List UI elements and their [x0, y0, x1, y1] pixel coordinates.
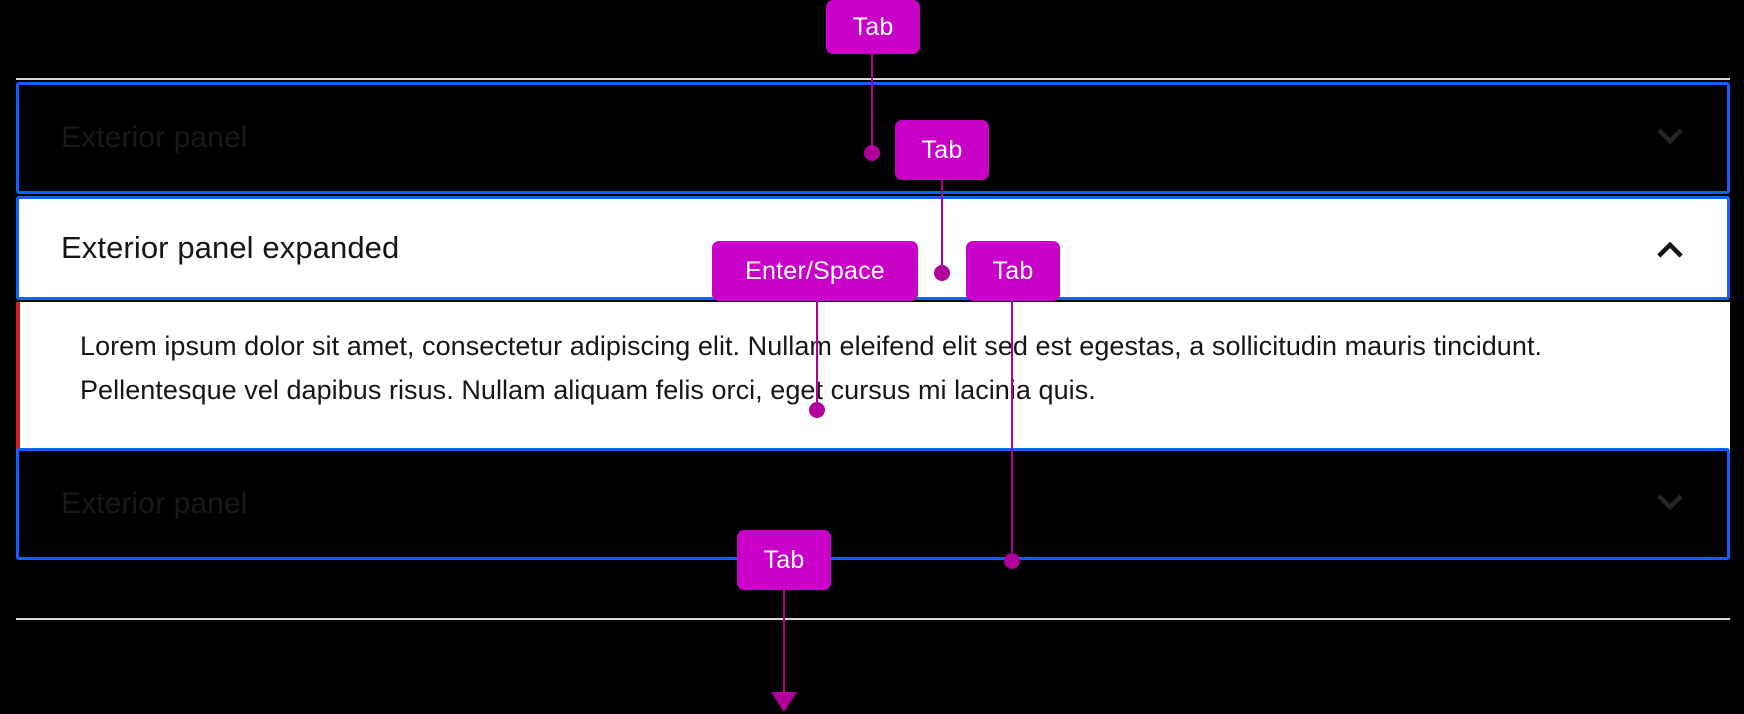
panel-title: Exterior panel — [61, 121, 248, 154]
panel-header[interactable]: Exterior panel expanded — [19, 199, 1727, 297]
connector-tab-2 — [941, 178, 943, 276]
divider-bottom — [16, 618, 1730, 620]
connector-arrowhead-tab-4 — [771, 692, 797, 712]
connector-endpoint-tab-2 — [934, 265, 950, 281]
connector-tab-1 — [871, 52, 873, 154]
annotation-badge-enter-space: Enter/Space — [712, 241, 918, 301]
connector-endpoint-tab-1 — [864, 145, 880, 161]
accordion-panel-expanded-body: Lorem ipsum dolor sit amet, consectetur … — [16, 302, 1730, 458]
accordion-panel-collapsed-bottom[interactable]: Exterior panel — [16, 448, 1730, 560]
chevron-down-icon[interactable] — [1653, 121, 1687, 155]
connector-tab-3 — [1011, 298, 1013, 564]
connector-enter-space — [816, 298, 818, 412]
panel-title: Exterior panel expanded — [61, 230, 400, 265]
chevron-up-icon[interactable] — [1653, 231, 1687, 265]
annotation-badge-tab-4: Tab — [737, 530, 831, 590]
annotation-badge-tab-1: Tab — [826, 0, 920, 54]
panel-title: Exterior panel — [61, 487, 248, 520]
panel-left-gutter — [11, 196, 16, 458]
connector-tab-4 — [783, 586, 785, 694]
panel-header[interactable]: Exterior panel — [19, 85, 1727, 191]
connector-endpoint-tab-3 — [1004, 553, 1020, 569]
panel-body-text: Lorem ipsum dolor sit amet, consectetur … — [80, 331, 1543, 405]
divider-top — [16, 78, 1730, 80]
accordion-panel-collapsed-top[interactable]: Exterior panel — [16, 82, 1730, 194]
panel-header[interactable]: Exterior panel — [19, 451, 1727, 557]
chevron-down-icon[interactable] — [1653, 487, 1687, 521]
annotation-badge-tab-3: Tab — [966, 241, 1060, 301]
annotation-badge-tab-2: Tab — [895, 120, 989, 180]
connector-endpoint-enter-space — [809, 402, 825, 418]
